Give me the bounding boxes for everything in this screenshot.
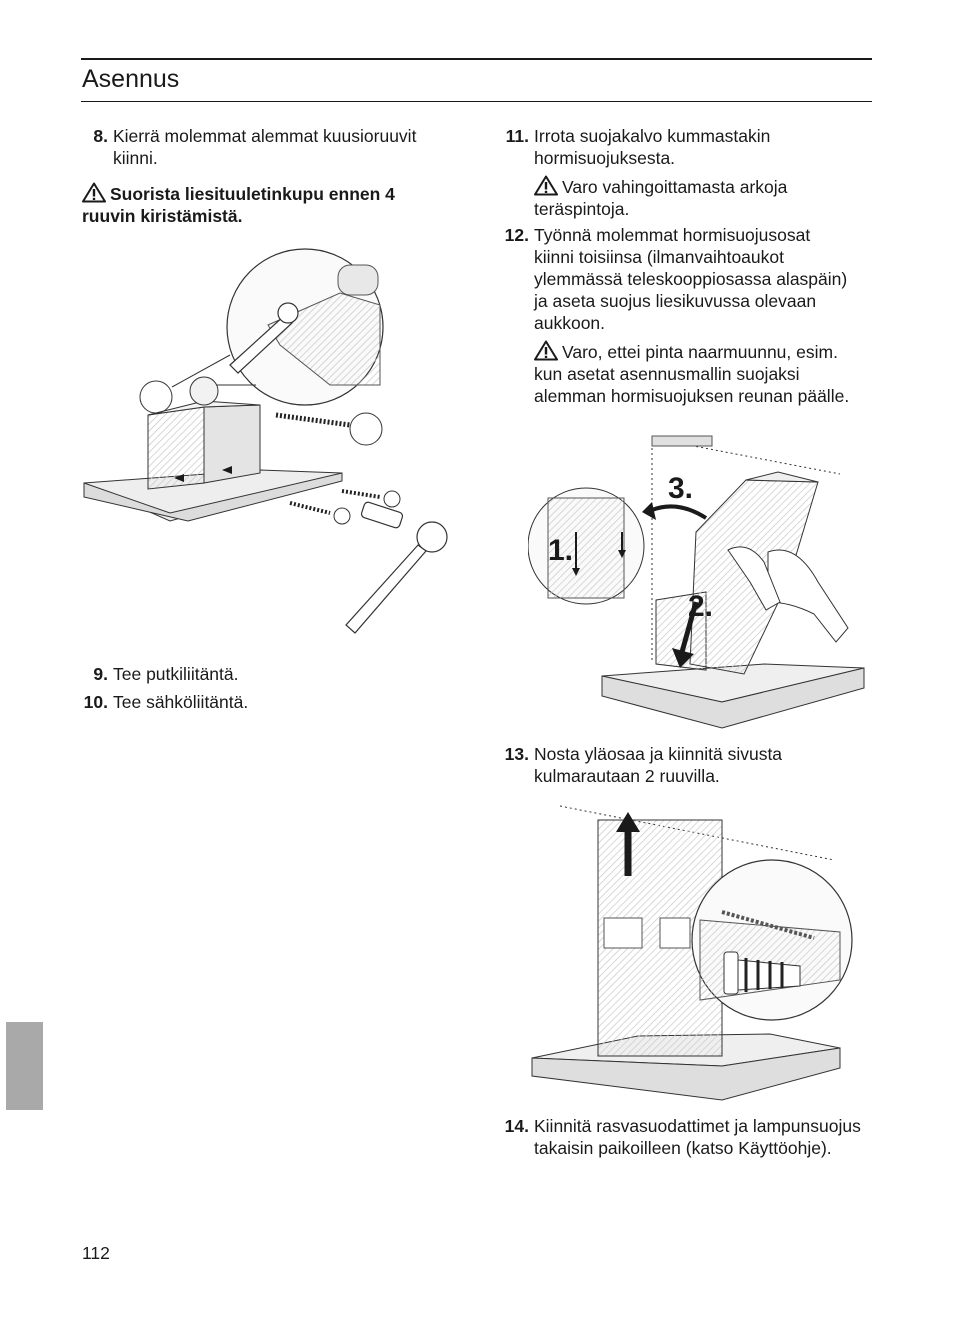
warning-note: Suorista liesituuletinkupu ennen 4 ruuvi… xyxy=(82,182,442,227)
warning-icon xyxy=(534,175,558,196)
label-1: 1. xyxy=(548,534,573,567)
step-text: Työnnä molemmat hormisuojusosat kiinni t… xyxy=(534,225,848,333)
page-title: Asennus xyxy=(82,65,180,93)
step-text: Irrota suojakalvo kummastakin hormisuoju… xyxy=(534,126,771,168)
side-tab xyxy=(6,1022,43,1110)
step-text: Nosta yläosaa ja kiinnitä sivusta kulmar… xyxy=(534,744,783,786)
figure-chimney-insert: 3. 1. 2. xyxy=(528,435,865,729)
step-text: Kierrä molemmat alemmat kuusioruuvit kii… xyxy=(113,126,417,168)
figure-chimney-fix xyxy=(531,805,853,1101)
label-3: 3. xyxy=(668,472,693,505)
warning-text: Varo, ettei pinta naarmuunnu, esim. kun … xyxy=(534,342,850,406)
step-number: 14. xyxy=(504,1116,529,1136)
step-number: 9. xyxy=(93,664,108,684)
warning-text: Suorista liesituuletinkupu ennen 4 ruuvi… xyxy=(82,184,395,226)
warning-note: Varo, ettei pinta naarmuunnu, esim. kun … xyxy=(534,340,869,407)
step-number: 11. xyxy=(505,126,529,146)
warning-note: Varo vahingoittamasta arkoja teräspintoj… xyxy=(534,175,864,220)
step-number: 10. xyxy=(83,692,108,712)
warning-icon xyxy=(534,340,558,361)
figure-hood-screws xyxy=(83,248,448,634)
header-rule-top xyxy=(81,58,872,60)
step-number: 8. xyxy=(93,126,108,146)
warning-text: Varo vahingoittamasta arkoja teräspintoj… xyxy=(534,177,788,219)
step-text: Kiinnitä rasvasuodattimet ja lampunsuoju… xyxy=(534,1116,861,1158)
page-number: 112 xyxy=(82,1243,110,1263)
step-number: 13. xyxy=(504,744,529,764)
step-text: Tee sähköliitäntä. xyxy=(113,692,249,712)
step-number: 12. xyxy=(504,225,529,245)
header-rule-bottom xyxy=(81,101,872,102)
step-text: Tee putkiliitäntä. xyxy=(113,664,239,684)
warning-icon xyxy=(82,182,106,203)
label-2: 2. xyxy=(688,590,713,623)
